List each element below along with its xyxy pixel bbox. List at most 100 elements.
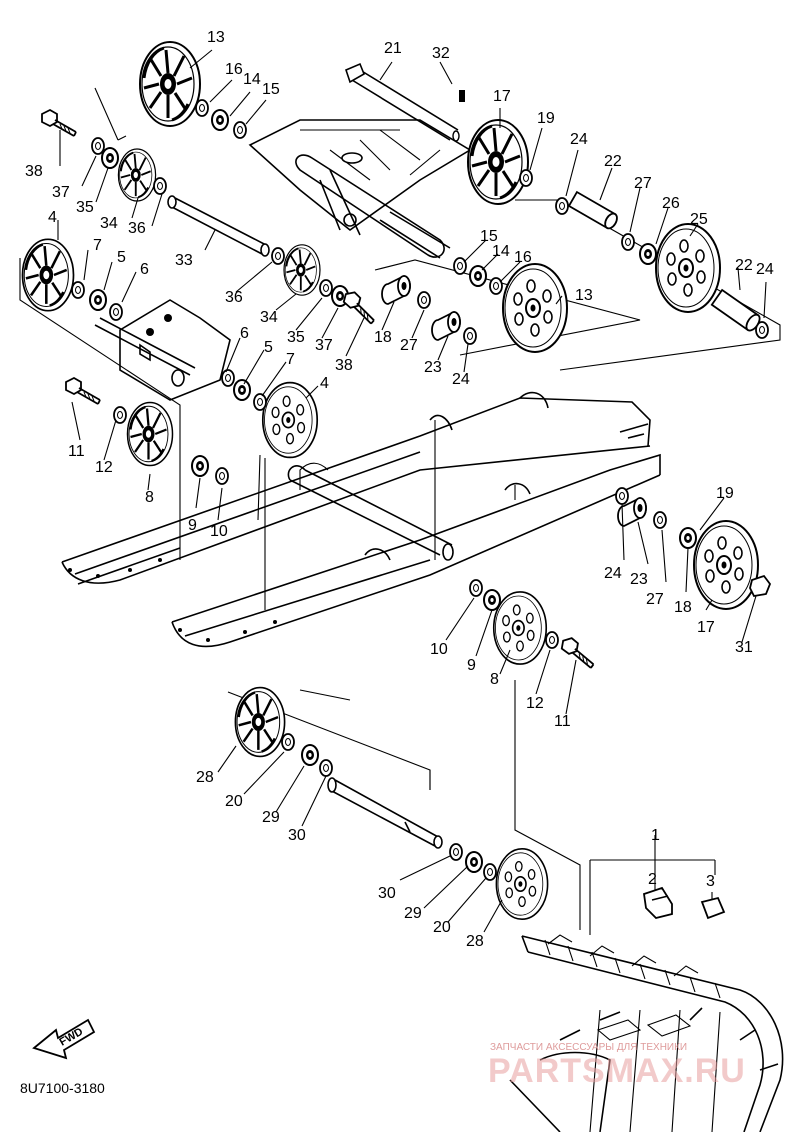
front-arm-bracket xyxy=(94,299,231,401)
shaft-21 xyxy=(345,62,460,142)
callout-35: 35 xyxy=(76,199,94,216)
callout-6: 6 xyxy=(140,261,149,278)
wheel-28-bottom xyxy=(495,847,549,921)
callout-4: 4 xyxy=(320,375,329,392)
callout-30: 30 xyxy=(378,885,396,902)
callout-20: 20 xyxy=(433,919,451,936)
callout-28: 28 xyxy=(466,933,484,950)
callout-38: 38 xyxy=(335,357,353,374)
callout-34: 34 xyxy=(260,309,278,326)
callout-24: 24 xyxy=(570,131,588,148)
drive-track xyxy=(509,934,784,1132)
callout-16: 16 xyxy=(514,249,532,266)
callout-36: 36 xyxy=(225,289,243,306)
callout-31: 31 xyxy=(735,639,753,656)
callout-9: 9 xyxy=(467,657,476,674)
callout-18: 18 xyxy=(674,599,692,616)
fwd-arrow: FWD xyxy=(32,1018,96,1060)
leader-lines xyxy=(57,49,767,935)
callout-5: 5 xyxy=(264,339,273,356)
callout-8: 8 xyxy=(145,489,154,506)
callout-10: 10 xyxy=(430,641,448,658)
callout-4: 4 xyxy=(48,209,57,226)
callout-24: 24 xyxy=(604,565,622,582)
callout-34: 34 xyxy=(100,215,118,232)
callout-11: 11 xyxy=(554,713,571,730)
slide-rail-left xyxy=(61,391,651,585)
callout-27: 27 xyxy=(646,591,664,608)
collars xyxy=(381,190,761,527)
callout-15: 15 xyxy=(262,81,280,98)
callout-24: 24 xyxy=(452,371,470,388)
wheel-34-mid xyxy=(283,243,321,297)
callout-27: 27 xyxy=(634,175,652,192)
callout-32: 32 xyxy=(432,45,450,62)
callout-30: 30 xyxy=(288,827,306,844)
callout-13: 13 xyxy=(575,287,593,304)
callout-13: 13 xyxy=(207,29,225,46)
callout-18: 18 xyxy=(374,329,392,346)
callout-5: 5 xyxy=(117,249,126,266)
callout-7: 7 xyxy=(286,351,295,368)
callout-23: 23 xyxy=(630,571,648,588)
callout-2: 2 xyxy=(648,871,657,888)
wheel-8-right xyxy=(492,591,548,665)
wheel-17-top xyxy=(466,118,530,206)
shaft-33 xyxy=(167,195,270,257)
callout-37: 37 xyxy=(52,184,70,201)
callout-19: 19 xyxy=(716,485,734,502)
callout-29: 29 xyxy=(404,905,422,922)
callout-11: 11 xyxy=(68,443,85,460)
wheel-34-top xyxy=(117,148,157,202)
callout-35: 35 xyxy=(287,329,305,346)
callout-28: 28 xyxy=(196,769,214,786)
callout-38: 38 xyxy=(25,163,43,180)
callout-19: 19 xyxy=(537,110,555,127)
wheel-13-mid xyxy=(502,263,568,353)
callout-26: 26 xyxy=(662,195,680,212)
track-clip-2 xyxy=(643,886,673,919)
slide-rail-right xyxy=(171,423,661,648)
diagram-code: 8U7100-3180 xyxy=(20,1080,105,1096)
wheel-4-left xyxy=(21,238,75,312)
wheel-8-left xyxy=(126,401,174,467)
callout-21: 21 xyxy=(384,40,402,57)
callout-6: 6 xyxy=(240,325,249,342)
callout-14: 14 xyxy=(243,71,261,88)
callout-3: 3 xyxy=(706,873,715,890)
bolt-32 xyxy=(459,90,465,102)
callout-17: 17 xyxy=(697,619,715,636)
callout-9: 9 xyxy=(188,517,197,534)
cross-shaft-front xyxy=(287,465,454,561)
callout-12: 12 xyxy=(526,695,544,712)
callout-22: 22 xyxy=(735,257,753,274)
callout-14: 14 xyxy=(492,243,510,260)
callout-7: 7 xyxy=(93,237,102,254)
callout-1: 1 xyxy=(651,827,660,844)
callout-33: 33 xyxy=(175,252,193,269)
shaft-rear xyxy=(327,777,443,849)
callout-16: 16 xyxy=(225,61,243,78)
watermark: ЗАПЧАСТИ АКСЕССУАРЫ ДЛЯ ТЕХНИКИ PARTSMAX… xyxy=(488,1042,745,1090)
callout-25: 25 xyxy=(690,211,708,228)
bearings-and-rings xyxy=(71,99,769,881)
callout-22: 22 xyxy=(604,153,622,170)
watermark-top: ЗАПЧАСТИ АКСЕССУАРЫ ДЛЯ ТЕХНИКИ xyxy=(490,1042,687,1053)
wheel-4-mid xyxy=(261,381,319,459)
callout-17: 17 xyxy=(493,88,511,105)
callout-37: 37 xyxy=(315,337,333,354)
wheel-17-right xyxy=(693,520,759,610)
callout-20: 20 xyxy=(225,793,243,810)
callout-12: 12 xyxy=(95,459,113,476)
suspension-arm xyxy=(248,119,472,259)
wheel-28-top xyxy=(234,686,286,758)
callout-27: 27 xyxy=(400,337,418,354)
track-clip-3 xyxy=(700,896,726,920)
callout-36: 36 xyxy=(128,220,146,237)
callout-15: 15 xyxy=(480,228,498,245)
callout-24: 24 xyxy=(756,261,774,278)
callout-10: 10 xyxy=(210,523,228,540)
callout-29: 29 xyxy=(262,809,280,826)
